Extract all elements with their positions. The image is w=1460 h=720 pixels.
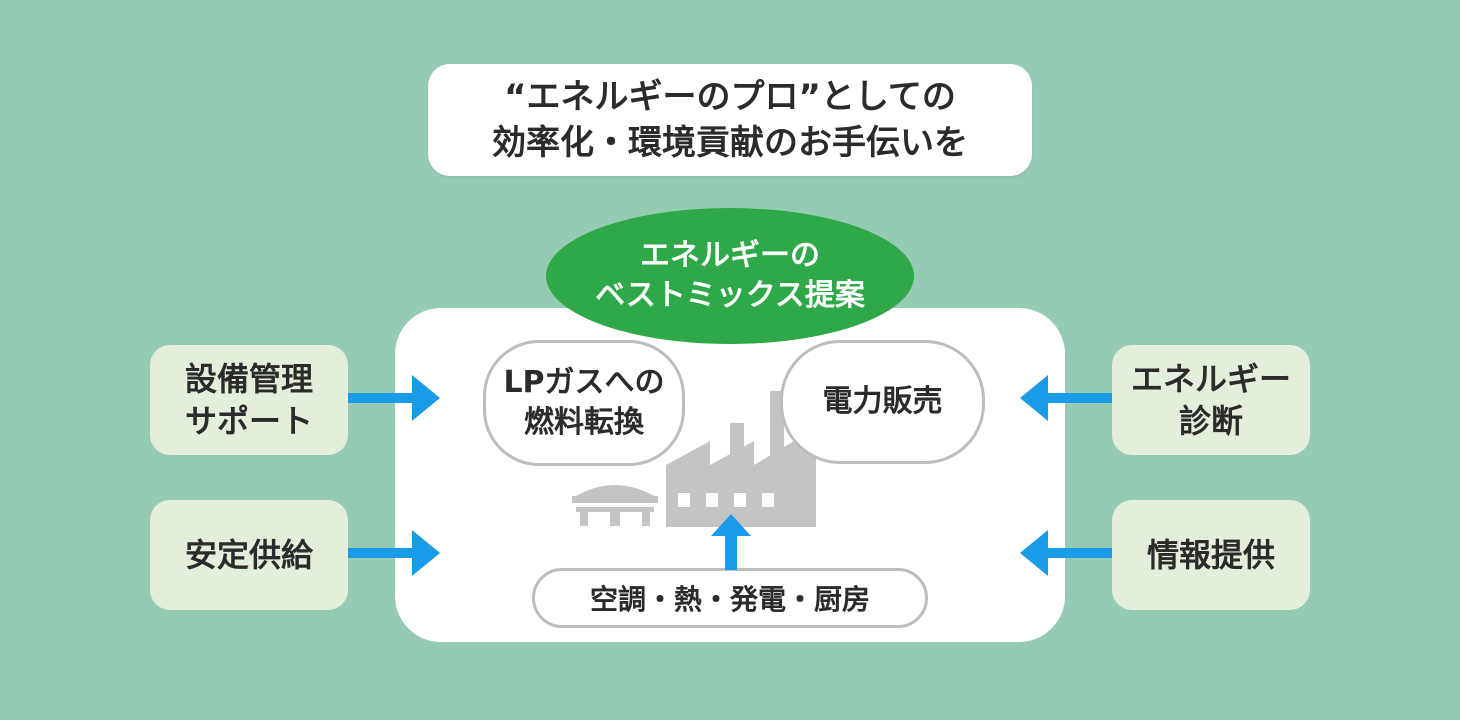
storage-tank-icon: [572, 485, 658, 526]
best-mix-proposal-ellipse: エネルギーの ベストミックス提案: [546, 208, 914, 344]
electricity-label: 電力販売: [822, 384, 943, 419]
electricity-bubble: 電力販売: [780, 340, 985, 464]
stable-supply-box: 安定供給: [150, 500, 348, 610]
energy-diagnosis-box: エネルギー 診断: [1112, 345, 1310, 455]
proposal-line-1: エネルギーの: [640, 238, 820, 273]
stable-supply-label: 安定供給: [184, 536, 313, 574]
arrow-right-icon: [348, 530, 440, 576]
uses-label: 空調・熱・発電・厨房: [589, 583, 870, 616]
lp-gas-bubble: LPガスへの 燃料転換: [483, 340, 685, 466]
arrow-right-icon: [348, 375, 440, 421]
lp-gas-line-1: LPガスへの: [503, 365, 665, 400]
headline-box: “エネルギーのプロ”としての 効率化・環境貢献のお手伝いを: [428, 64, 1032, 176]
headline-line-1: “エネルギーのプロ”としての: [504, 77, 956, 117]
lp-gas-line-2: 燃料転換: [524, 405, 644, 440]
information-label: 情報提供: [1146, 536, 1275, 574]
energy-diagnosis-line-2: 診断: [1178, 402, 1243, 440]
energy-diagnosis-line-1: エネルギー: [1130, 360, 1291, 398]
arrow-up-icon: [711, 514, 751, 570]
uses-pill: 空調・熱・発電・厨房: [532, 568, 928, 628]
information-box: 情報提供: [1112, 500, 1310, 610]
facility-support-line-1: 設備管理: [184, 360, 313, 398]
headline-line-2: 効率化・環境貢献のお手伝いを: [492, 123, 968, 163]
facility-support-box: 設備管理 サポート: [150, 345, 348, 455]
arrow-left-icon: [1020, 375, 1112, 421]
arrow-left-icon: [1020, 530, 1112, 576]
proposal-line-2: ベストミックス提案: [595, 278, 865, 313]
facility-support-line-2: サポート: [184, 402, 313, 440]
